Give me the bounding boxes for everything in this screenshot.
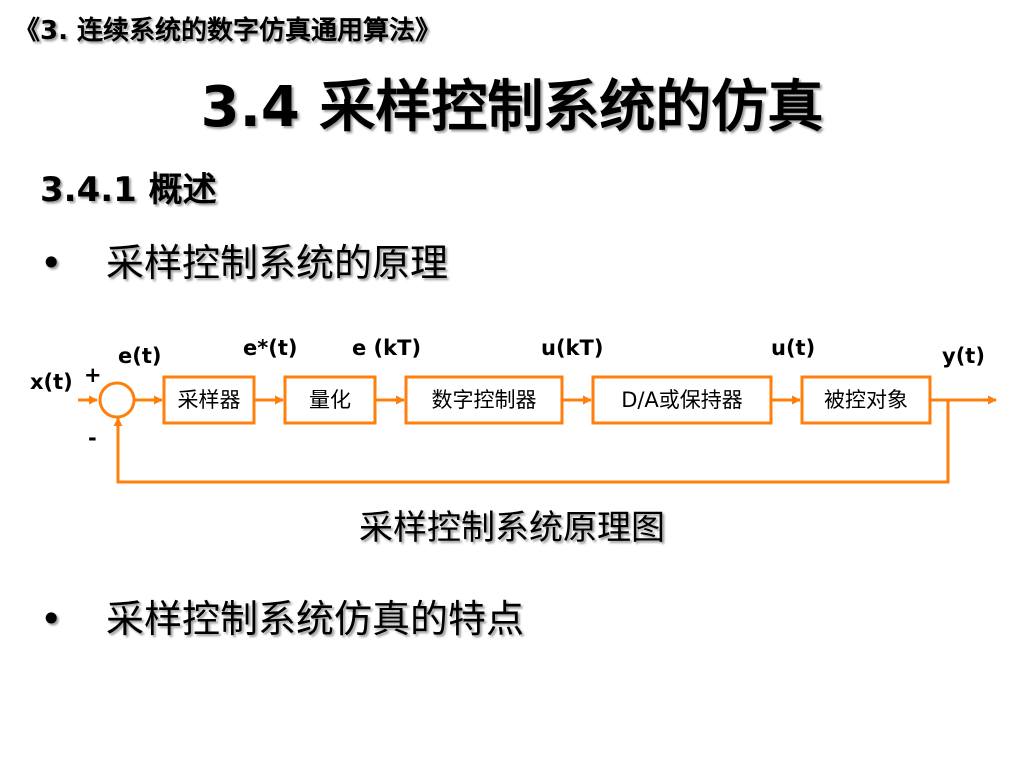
- signal-quantized-label: e (kT): [352, 336, 421, 360]
- bullet-text: 采样控制系统仿真的特点: [106, 597, 525, 641]
- bullet-item-features: • 采样控制系统仿真的特点: [40, 588, 524, 643]
- block-dac-hold: [591, 375, 773, 425]
- block-quantizer: [283, 375, 377, 425]
- wire-feedback: [113, 400, 950, 484]
- block-plant-label: 被控对象: [824, 388, 908, 412]
- plus-sign-label: +: [84, 363, 102, 387]
- bullet-marker: •: [40, 597, 63, 641]
- page-title: 3.4 采样控制系统的仿真: [200, 75, 824, 140]
- block-plant: [800, 375, 932, 425]
- signal-output-label: y(t): [942, 344, 985, 368]
- signal-sampled-label: e*(t): [243, 336, 297, 360]
- block-dac-hold-label: D/A或保持器: [621, 388, 743, 412]
- block-sampler: [162, 375, 256, 425]
- signal-error-label: e(t): [118, 344, 161, 368]
- signal-digital-control-label: u(kT): [541, 336, 603, 360]
- section-heading: 3.4.1 概述: [40, 170, 217, 210]
- minus-sign-label: -: [88, 426, 97, 450]
- block-digital-controller: [404, 375, 564, 425]
- block-sampler-label: 采样器: [178, 388, 241, 412]
- block-diagram: 采样器 量化 数字控制器 D/A或保持器 被控对象 x(t) + - e(t) …: [30, 336, 997, 484]
- signal-input-label: x(t): [30, 370, 73, 394]
- bullet-text: 采样控制系统的原理: [106, 241, 449, 285]
- bullet-marker: •: [40, 241, 63, 285]
- bullet-item-principle: • 采样控制系统的原理: [40, 232, 448, 287]
- summing-junction: [98, 381, 136, 419]
- block-digital-controller-label: 数字控制器: [432, 388, 537, 412]
- signal-continuous-control-label: u(t): [771, 336, 815, 360]
- diagram-caption: 采样控制系统原理图: [359, 508, 665, 548]
- course-header: 《3. 连续系统的数字仿真通用算法》: [14, 16, 442, 46]
- block-quantizer-label: 量化: [309, 388, 351, 412]
